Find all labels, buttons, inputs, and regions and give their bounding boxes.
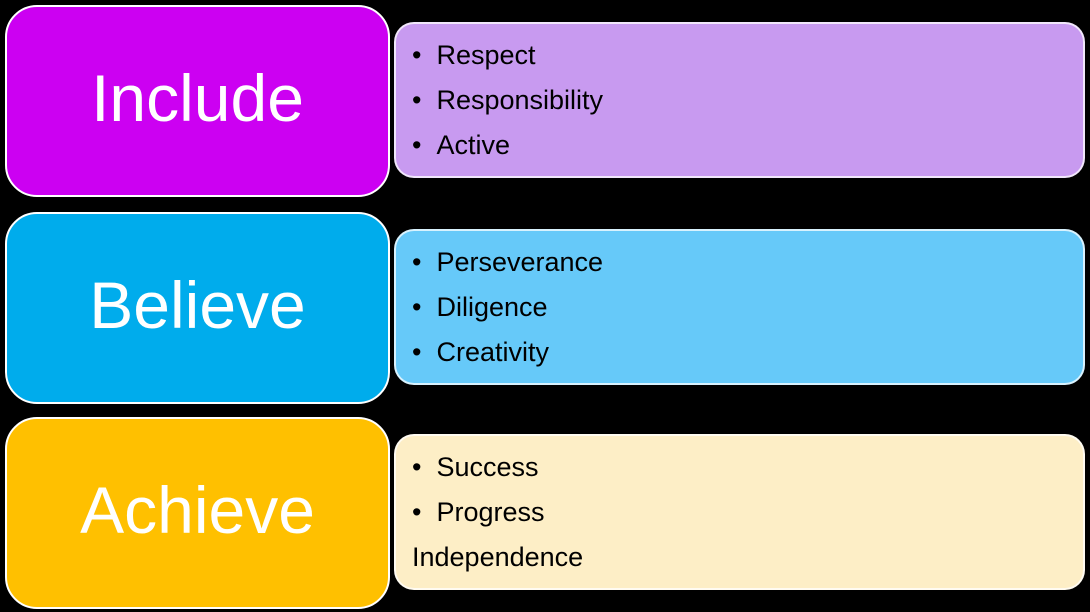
list-item: • Perseverance: [412, 240, 1083, 285]
list-item: • Respect: [412, 33, 1083, 78]
row-achieve: Achieve • Success • Progress Independenc…: [0, 417, 1090, 609]
list-item: • Active: [412, 123, 1083, 168]
bullet-icon: •: [412, 39, 422, 70]
bullet-icon: •: [412, 84, 422, 115]
list-item: • Progress: [412, 490, 1083, 535]
list-item: • Creativity: [412, 330, 1083, 375]
row-include: Include • Respect • Responsibility • Act…: [0, 5, 1090, 197]
bullet-icon: •: [412, 451, 422, 482]
achieve-title-box: Achieve: [5, 417, 390, 609]
bullet-icon: •: [412, 129, 422, 160]
list-item-label: Respect: [436, 39, 536, 70]
list-item: • Responsibility: [412, 78, 1083, 123]
include-list-box: • Respect • Responsibility • Active: [394, 22, 1085, 178]
bullet-icon: •: [412, 496, 422, 527]
believe-title: Believe: [89, 268, 306, 342]
list-item-label: Progress: [436, 496, 545, 527]
believe-list-box: • Perseverance • Diligence • Creativity: [394, 229, 1085, 385]
bullet-icon: •: [412, 246, 422, 277]
row-believe: Believe • Perseverance • Diligence • Cre…: [0, 212, 1090, 404]
list-item-label: Perseverance: [436, 246, 604, 277]
believe-title-box: Believe: [5, 212, 390, 404]
achieve-list-box: • Success • Progress Independence: [394, 434, 1085, 590]
list-item: Independence: [412, 535, 1083, 580]
list-item: • Diligence: [412, 285, 1083, 330]
bullet-icon: •: [412, 336, 422, 367]
list-item-label: Creativity: [436, 336, 549, 367]
list-item-label: Success: [436, 451, 539, 482]
list-item-label: Active: [436, 129, 510, 160]
achieve-title: Achieve: [80, 473, 315, 547]
list-item: • Success: [412, 445, 1083, 490]
list-item-label: Responsibility: [436, 84, 604, 115]
bullet-icon: •: [412, 291, 422, 322]
list-item-label: Diligence: [436, 291, 548, 322]
include-title: Include: [91, 61, 304, 135]
bullet-icon: Independence: [412, 541, 584, 572]
include-title-box: Include: [5, 5, 390, 197]
